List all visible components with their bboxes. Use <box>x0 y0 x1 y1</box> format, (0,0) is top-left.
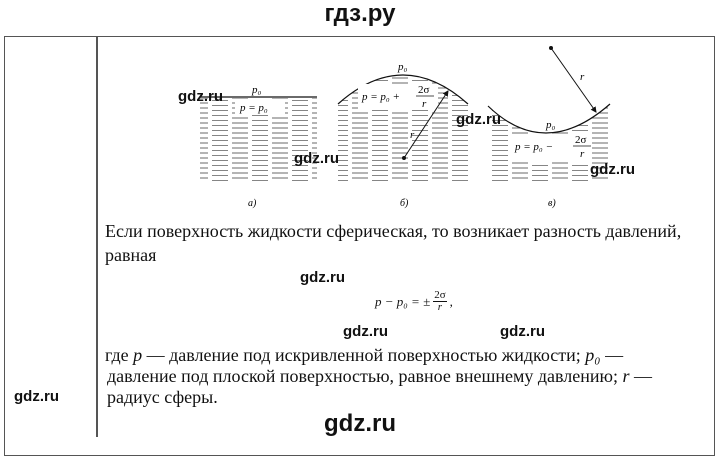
formula-numerator: 2σ <box>433 289 447 302</box>
pressure-difference-formula: p − p₀ = ± 2σ r , <box>375 290 453 313</box>
watermark: gdz.ru <box>294 150 339 167</box>
paragraph-line-2: равная <box>105 245 157 265</box>
panel-c-label: в) <box>548 198 556 209</box>
site-title: гдз.ру <box>324 0 396 27</box>
text-segment: где <box>105 345 134 365</box>
panel-c-radius: r <box>580 71 585 83</box>
text-segment: — <box>600 345 624 365</box>
surface-tension-figure: p₀ p = p₀ а) p₀ p = p₀ + 2σ r r б) p₀ p … <box>200 46 611 209</box>
symbol-p: p <box>133 345 143 365</box>
panel-c-frac-den: r <box>580 148 585 160</box>
paragraph-line-3: где p — давление под искривленной поверх… <box>105 345 623 365</box>
panel-a-label: а) <box>248 198 257 209</box>
panel-c-concave-surface: p₀ p = p₀ − 2σ r r в) <box>487 46 611 209</box>
watermark: gdz.ru <box>343 323 388 340</box>
text-segment: — <box>629 366 652 386</box>
watermark: gdz.ru <box>590 161 635 178</box>
paragraph-line-1: Если поверхность жидкости сферическая, т… <box>105 221 682 241</box>
panel-b-frac-num: 2σ <box>418 84 430 96</box>
panel-b-label: б) <box>400 198 409 209</box>
symbol-r: r <box>622 366 630 386</box>
column-divider <box>96 36 98 437</box>
panel-a-flat-surface: p₀ p = p₀ а) <box>200 84 317 209</box>
text-segment: — давление под искривленной поверхностью… <box>142 345 586 365</box>
watermark: gdz.ru <box>500 323 545 340</box>
watermark: gdz.ru <box>178 88 223 105</box>
panel-a-outer-pressure: p₀ <box>251 84 262 96</box>
panel-b-outer-pressure: p₀ <box>397 61 408 73</box>
footer-site-name: gdz.ru <box>324 410 396 437</box>
watermark: gdz.ru <box>14 388 59 405</box>
symbol-p0: p₀ <box>585 345 601 365</box>
panel-b-inner-pressure: p = p₀ + <box>361 91 400 103</box>
text-segment: давление под плоской поверхностью, равно… <box>107 366 623 386</box>
formula-fraction: 2σ r <box>433 289 447 313</box>
panel-b-frac-den: r <box>422 98 427 110</box>
watermark: gdz.ru <box>456 111 501 128</box>
formula-tail: , <box>449 293 453 309</box>
formula-denominator: r <box>437 301 443 313</box>
panel-c-inner-pressure: p = p₀ − <box>514 141 553 153</box>
panel-c-frac-num: 2σ <box>575 134 587 146</box>
paragraph-line-5: радиус сферы. <box>107 387 218 407</box>
panel-c-outer-pressure: p₀ <box>545 119 556 131</box>
panel-b-radius: r <box>410 129 415 141</box>
watermark: gdz.ru <box>300 269 345 286</box>
panel-a-inner-pressure: p = p₀ <box>239 102 268 114</box>
paragraph-line-4: давление под плоской поверхностью, равно… <box>107 366 652 386</box>
formula-lhs: p − p₀ = ± <box>375 293 431 309</box>
panel-b-convex-surface: p₀ p = p₀ + 2σ r r б) <box>337 61 469 209</box>
